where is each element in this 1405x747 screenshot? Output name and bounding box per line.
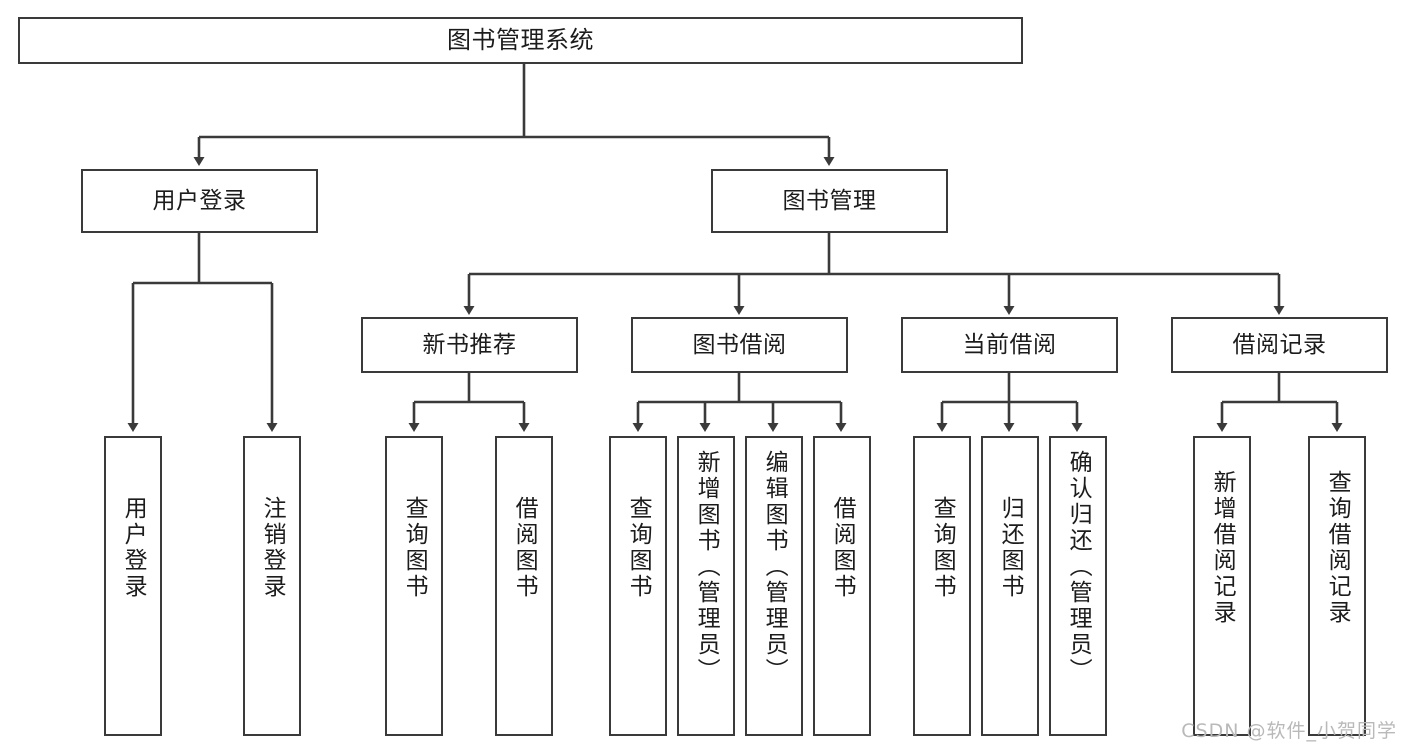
node-label: 图书管理系统 bbox=[447, 25, 594, 54]
node-label: 图书借阅 bbox=[692, 331, 787, 358]
node-label: 借阅图书 bbox=[829, 496, 856, 600]
node-leaf-user-login[interactable]: 用户登录 bbox=[104, 436, 162, 736]
node-label: 注销登录 bbox=[259, 496, 286, 600]
node-label: 查询图书 bbox=[625, 496, 652, 600]
node-leaf-borrow-book-recommend[interactable]: 借阅图书 bbox=[495, 436, 553, 736]
node-label: 新增图书（管理员） bbox=[693, 450, 720, 684]
node-label: 归还图书 bbox=[997, 496, 1024, 600]
node-leaf-add-book-admin[interactable]: 新增图书（管理员） bbox=[677, 436, 735, 736]
node-leaf-add-borrow-record[interactable]: 新增借阅记录 bbox=[1193, 436, 1251, 736]
node-new-book-recommend[interactable]: 新书推荐 bbox=[361, 317, 578, 373]
node-leaf-return-book[interactable]: 归还图书 bbox=[981, 436, 1039, 736]
node-label: 新增借阅记录 bbox=[1209, 470, 1236, 626]
node-label: 查询图书 bbox=[929, 496, 956, 600]
node-leaf-query-book-borrow[interactable]: 查询图书 bbox=[609, 436, 667, 736]
node-current-borrow[interactable]: 当前借阅 bbox=[901, 317, 1118, 373]
node-book-management[interactable]: 图书管理 bbox=[711, 169, 948, 233]
node-label: 图书管理 bbox=[782, 187, 877, 214]
node-leaf-logout[interactable]: 注销登录 bbox=[243, 436, 301, 736]
node-leaf-query-borrow-record[interactable]: 查询借阅记录 bbox=[1308, 436, 1366, 736]
node-leaf-edit-book-admin[interactable]: 编辑图书（管理员） bbox=[745, 436, 803, 736]
node-label: 用户登录 bbox=[120, 496, 147, 600]
node-label: 新书推荐 bbox=[422, 331, 517, 358]
node-borrow-record[interactable]: 借阅记录 bbox=[1171, 317, 1388, 373]
node-leaf-confirm-return-admin[interactable]: 确认归还（管理员） bbox=[1049, 436, 1107, 736]
csdn-watermark: CSDN @软件_小贺同学 bbox=[1181, 720, 1397, 742]
node-label: 当前借阅 bbox=[962, 331, 1057, 358]
node-label: 确认归还（管理员） bbox=[1065, 450, 1092, 684]
node-label: 查询借阅记录 bbox=[1324, 470, 1351, 626]
node-label: 借阅图书 bbox=[511, 496, 538, 600]
node-leaf-borrow-book[interactable]: 借阅图书 bbox=[813, 436, 871, 736]
node-label: 编辑图书（管理员） bbox=[761, 450, 788, 684]
node-root-book-management-system[interactable]: 图书管理系统 bbox=[18, 17, 1023, 64]
node-user-login[interactable]: 用户登录 bbox=[81, 169, 318, 233]
node-book-borrow[interactable]: 图书借阅 bbox=[631, 317, 848, 373]
node-label: 查询图书 bbox=[401, 496, 428, 600]
node-leaf-query-book-current[interactable]: 查询图书 bbox=[913, 436, 971, 736]
node-leaf-query-book-recommend[interactable]: 查询图书 bbox=[385, 436, 443, 736]
node-label: 用户登录 bbox=[152, 187, 247, 214]
node-label: 借阅记录 bbox=[1232, 331, 1327, 358]
